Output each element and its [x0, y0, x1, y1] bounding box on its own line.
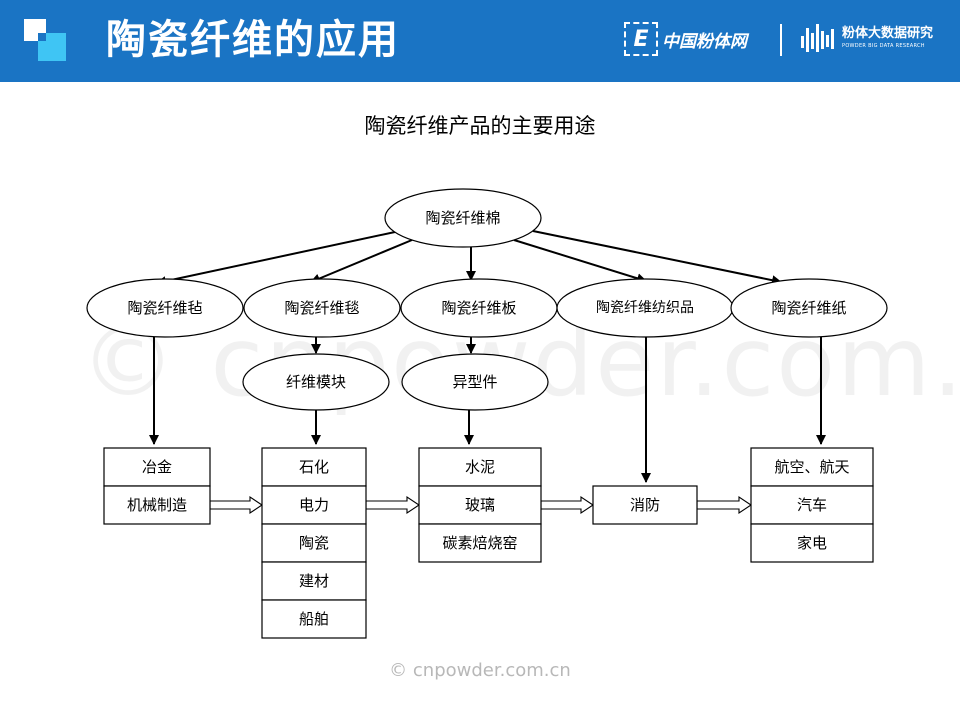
app-label-2-0: 水泥 [465, 458, 495, 476]
header-bar: 陶瓷纤维的应用 E 中国粉体网 粉体大数据研究 POWDER BIG DATA … [0, 0, 960, 82]
root-node-shape [384, 188, 542, 248]
product-node-1-label: 陶瓷纤维毯 [284, 299, 359, 317]
arrow-root-to-product-4 [532, 230, 782, 286]
arrow-root-to-product-1 [310, 239, 413, 284]
hollow-arrow-1 [365, 495, 420, 515]
app-box-0-1 [103, 485, 211, 525]
brand-cnpowder: E 中国粉体网 [624, 22, 747, 56]
app-label-4-0: 航空、航天 [774, 458, 849, 476]
app-label-0-0: 冶金 [142, 458, 172, 476]
app-label-1-2: 陶瓷 [299, 534, 329, 552]
derived-node-1-label: 异型件 [452, 373, 497, 391]
brand-right-en: POWDER BIG DATA RESEARCH [842, 42, 925, 49]
hollow-arrow-0 [209, 495, 263, 515]
app-label-2-2: 碳素焙烧窑 [442, 534, 517, 552]
app-label-4-1: 汽车 [797, 496, 827, 514]
app-box-1-1 [261, 485, 367, 525]
app-box-1-2 [261, 523, 367, 563]
app-box-2-2 [418, 523, 542, 563]
brand-divider [780, 24, 782, 56]
arrow-root-to-product-3 [513, 239, 647, 284]
data-bars-icon [801, 24, 834, 52]
app-label-1-0: 石化 [299, 458, 329, 476]
brand-name: 中国粉体网 [662, 31, 747, 52]
product-node-4-shape [730, 278, 888, 338]
product-node-4-label: 陶瓷纤维纸 [771, 299, 846, 317]
product-node-1-shape [243, 278, 401, 338]
root-node-label: 陶瓷纤维棉 [425, 209, 500, 227]
app-label-4-2: 家电 [797, 534, 827, 552]
diagram-title: 陶瓷纤维产品的主要用途 [364, 114, 596, 138]
hollow-arrow-3 [696, 495, 752, 515]
derived-node-1-shape [401, 353, 549, 411]
brand-e-icon: E [624, 22, 658, 56]
product-node-0-shape [86, 278, 244, 338]
app-box-1-3 [261, 561, 367, 601]
app-box-4-1 [750, 485, 874, 525]
app-label-3-0: 消防 [630, 496, 660, 514]
app-box-1-0 [261, 447, 367, 487]
app-box-1-4 [261, 599, 367, 639]
app-box-3-0 [592, 485, 698, 525]
product-node-3-label: 陶瓷纤维纺织品 [596, 300, 694, 316]
watermark-footer: © cnpowder.com.cn [389, 660, 571, 681]
product-node-0-label: 陶瓷纤维毡 [127, 299, 202, 317]
page-title: 陶瓷纤维的应用 [106, 17, 400, 63]
brand-bigdata: 粉体大数据研究 POWDER BIG DATA RESEARCH [800, 22, 933, 54]
app-box-2-1 [418, 485, 542, 525]
arrow-root-to-product-0 [156, 231, 396, 287]
hollow-arrow-2 [540, 495, 594, 515]
app-label-1-1: 电力 [299, 496, 329, 514]
logo-square-gap [38, 33, 46, 41]
brand-right-zh: 粉体大数据研究 [842, 25, 934, 41]
app-label-0-1: 机械制造 [127, 496, 187, 514]
product-node-2-label: 陶瓷纤维板 [441, 299, 516, 317]
derived-node-0-label: 纤维模块 [286, 373, 346, 391]
app-label-1-3: 建材 [299, 572, 329, 590]
app-label-1-4: 船舶 [299, 610, 329, 628]
app-label-2-1: 玻璃 [465, 496, 495, 514]
app-box-4-2 [750, 523, 874, 563]
derived-node-0-shape [242, 353, 390, 411]
app-box-0-0 [103, 447, 211, 487]
app-box-4-0 [750, 447, 874, 487]
